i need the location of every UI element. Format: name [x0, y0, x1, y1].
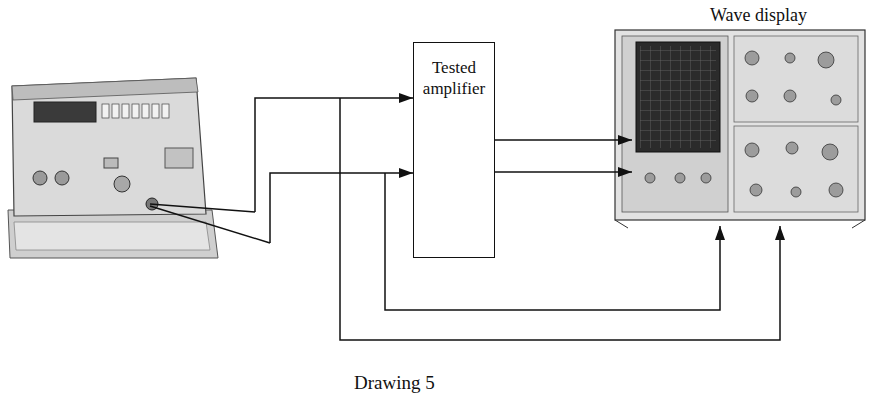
amplifier-box: Tested amplifier [413, 42, 495, 258]
signal-arrow [495, 139, 632, 141]
box-label: Tested amplifier [417, 57, 491, 100]
oscilloscope [615, 30, 865, 228]
signal-arrow [495, 171, 632, 173]
signal-generator [8, 78, 218, 258]
oscilloscope-node: Wave display [632, 4, 865, 220]
signal-wire [255, 98, 413, 212]
figure-caption: Drawing 5 [354, 372, 435, 394]
device-heading: Wave display [710, 4, 807, 27]
signal-wire [270, 173, 413, 243]
cable [150, 206, 270, 243]
